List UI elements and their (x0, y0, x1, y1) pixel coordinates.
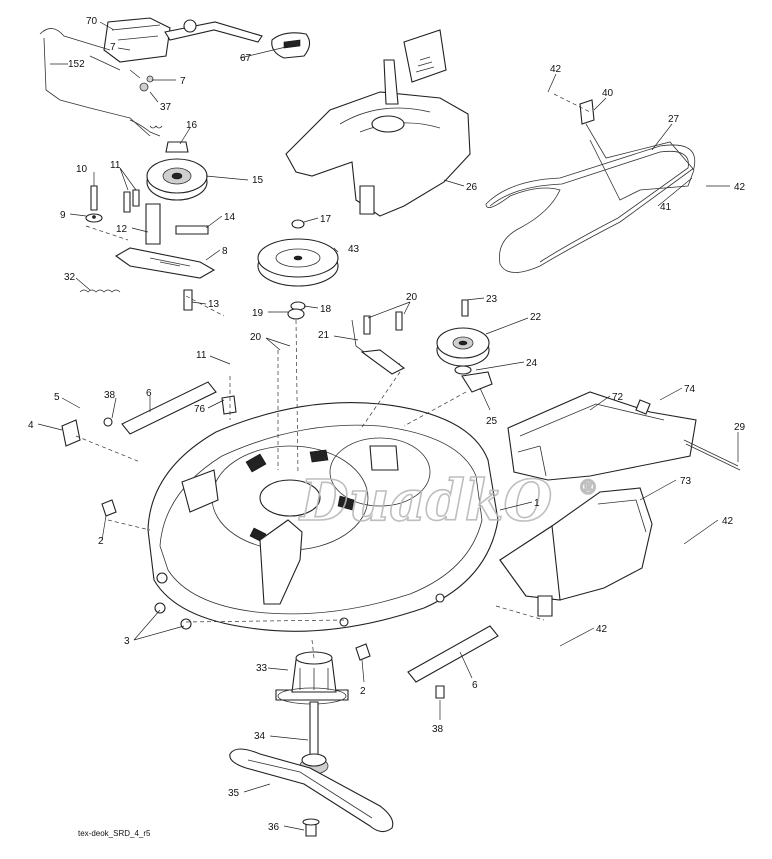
spindle-housing-33-part (275, 651, 349, 705)
watermark-logo: DuadkO ® (297, 467, 599, 535)
callout-2: 2 (360, 686, 366, 697)
callout-labels: 70 7 7 152 37 67 16 10 11 15 9 14 12 8 3… (28, 16, 746, 833)
callout-37: 37 (160, 102, 172, 113)
callout-13: 13 (208, 299, 220, 310)
spindle-shaft-34-part (299, 701, 329, 775)
callout-19: 19 (252, 308, 264, 319)
deck-wheel-bolts-part (101, 499, 371, 661)
callout-42: 42 (734, 182, 746, 193)
callout-7: 7 (180, 76, 186, 87)
callout-22: 22 (530, 312, 542, 323)
callout-21: 21 (318, 330, 330, 341)
callout-25: 25 (486, 416, 498, 427)
callout-3: 3 (124, 636, 130, 647)
watermark-registered-symbol: ® (578, 475, 598, 499)
discharge-chute-72-part (507, 391, 697, 481)
callout-7: 7 (110, 42, 116, 53)
idler-arm-part (79, 185, 216, 311)
callout-34: 34 (254, 731, 266, 742)
watermark-text: DuadkO (298, 468, 553, 534)
callout-15: 15 (252, 175, 264, 186)
callout-1: 1 (534, 498, 540, 509)
idler-pulley-22-part (436, 299, 493, 393)
callout-29: 29 (734, 422, 746, 433)
handle-grip-part (271, 32, 311, 59)
assembly-dash-lines (75, 93, 591, 659)
diagram-footer-code: tex-deok_SRD_4_r5 (78, 829, 151, 838)
mower-deck-shell-part (147, 402, 499, 632)
callout-36: 36 (268, 822, 280, 833)
leader-lines (37, 21, 739, 831)
callout-14: 14 (224, 212, 236, 223)
callout-20: 20 (406, 292, 418, 303)
callout-72: 72 (612, 392, 624, 403)
callout-32: 32 (64, 272, 76, 283)
callout-26: 26 (466, 182, 478, 193)
callout-42: 42 (722, 516, 734, 527)
drive-pulley-43-part (257, 219, 339, 320)
callout-73: 73 (680, 476, 692, 487)
idler-pulley-15-part (146, 141, 208, 201)
callout-2: 2 (98, 536, 104, 547)
callout-6: 6 (146, 388, 152, 399)
blade-bolt-36-part (302, 818, 320, 837)
callout-76: 76 (194, 404, 206, 415)
callout-38: 38 (432, 724, 444, 735)
callout-41: 41 (660, 202, 672, 213)
callout-12: 12 (116, 224, 128, 235)
callout-10: 10 (76, 164, 88, 175)
callout-5: 5 (54, 392, 60, 403)
callout-18: 18 (320, 304, 332, 315)
callout-152: 152 (68, 59, 85, 70)
callout-35: 35 (228, 788, 240, 799)
belt-cover-part (285, 29, 471, 217)
drive-belt-part (485, 99, 696, 273)
chute-rod-29-part (683, 439, 741, 471)
callout-40: 40 (602, 88, 614, 99)
callout-43: 43 (348, 244, 360, 255)
callout-20: 20 (250, 332, 262, 343)
lift-bracket-part (39, 17, 263, 137)
callout-11: 11 (110, 160, 121, 171)
callout-67: 67 (240, 53, 252, 64)
callout-11: 11 (196, 350, 207, 361)
callout-9: 9 (60, 210, 66, 221)
callout-42: 42 (550, 64, 562, 75)
callout-23: 23 (486, 294, 498, 305)
callout-27: 27 (668, 114, 680, 125)
deck-hanger-6-left-part (61, 381, 237, 447)
deck-hanger-6-right-part (407, 625, 499, 699)
mower-blade-35-part (229, 748, 394, 833)
callout-6: 6 (472, 680, 478, 691)
callout-33: 33 (256, 663, 268, 674)
callout-8: 8 (222, 246, 228, 257)
discharge-chute-73-part (499, 487, 653, 617)
callout-16: 16 (186, 120, 198, 131)
callout-4: 4 (28, 420, 34, 431)
callout-70: 70 (86, 16, 98, 27)
callout-17: 17 (320, 214, 332, 225)
callout-24: 24 (526, 358, 538, 369)
callout-38: 38 (104, 390, 116, 401)
callout-74: 74 (684, 384, 696, 395)
callout-42: 42 (596, 624, 608, 635)
idler-bracket-21-part (351, 311, 406, 375)
